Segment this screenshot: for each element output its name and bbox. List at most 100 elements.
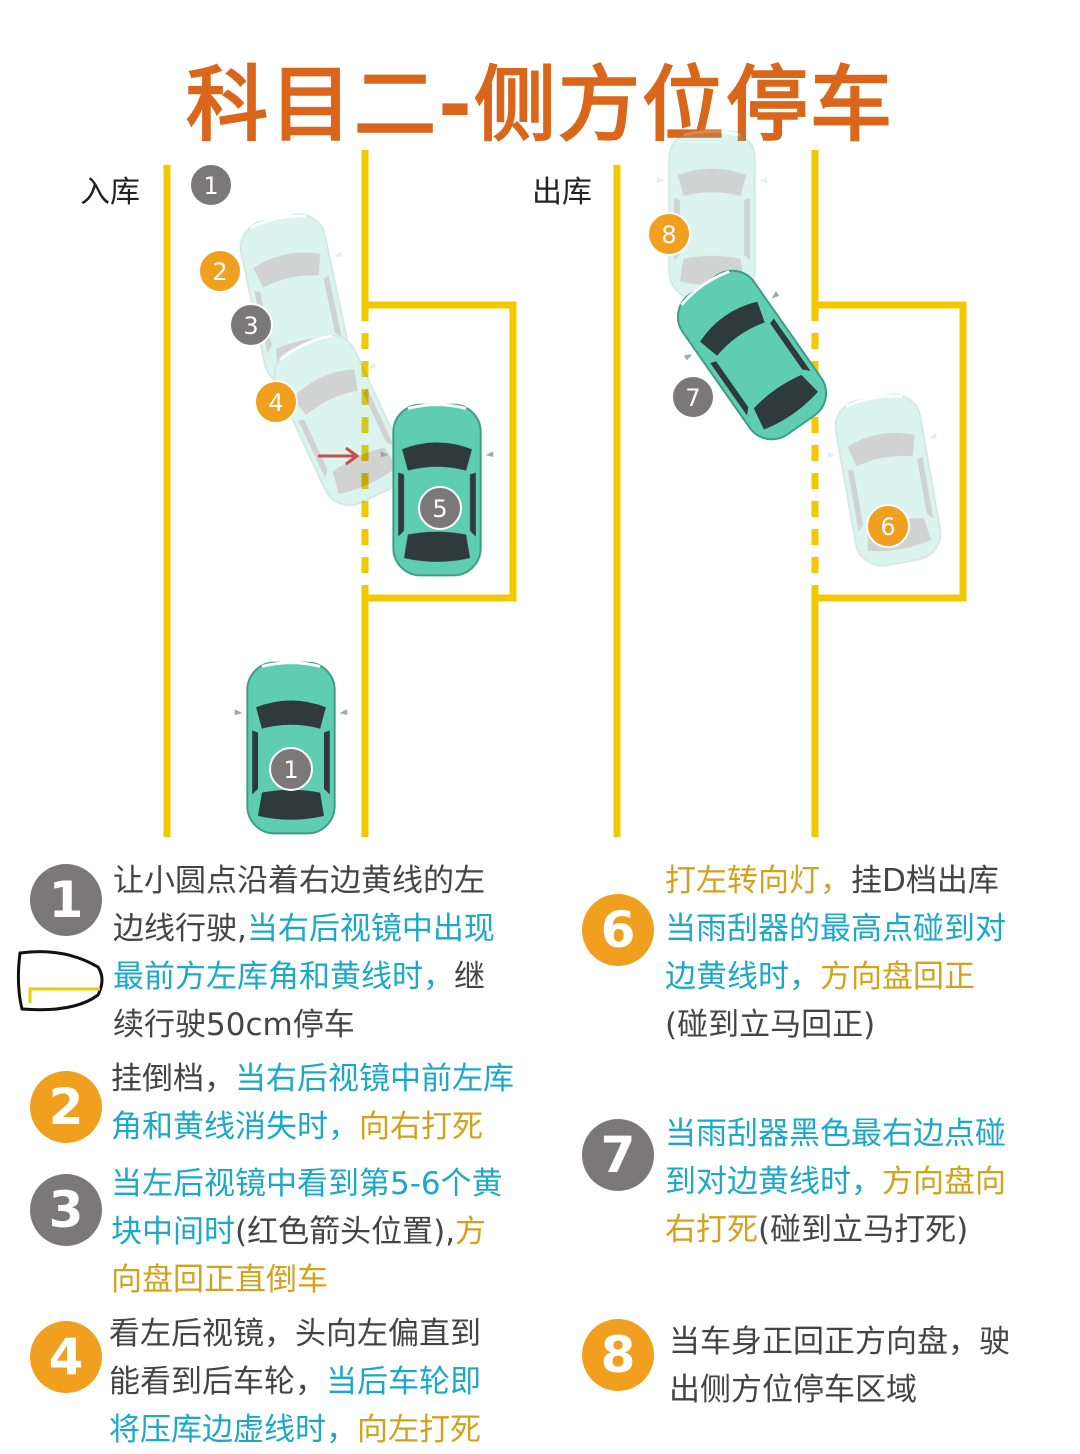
text-segment: 方向盘回正: [820, 959, 975, 995]
text-segment: 当雨刮器黑色最右边点碰: [665, 1116, 1006, 1152]
text-segment: 方: [455, 1214, 487, 1250]
text-segment: 角和黄线消失时，: [111, 1109, 359, 1145]
step-line: 将压库边虚线时，向左打死: [109, 1406, 481, 1454]
step-badge-7: 7: [582, 1119, 654, 1191]
marker-circle: [671, 375, 715, 419]
text-segment: 方向盘向: [882, 1164, 1006, 1200]
step-line: 让小圆点沿着右边黄线的左: [113, 857, 495, 905]
step-line: 出侧方位停车区域: [669, 1366, 1010, 1414]
text-segment: (碰到立马打死): [758, 1212, 969, 1248]
text-segment: 边线行驶,: [113, 911, 247, 947]
text-segment: 到对边黄线时，: [665, 1164, 882, 1200]
text-segment: 挂D档出库: [851, 863, 999, 899]
text-segment: 向右打死: [359, 1109, 483, 1145]
text-segment: 右打死: [665, 1212, 758, 1248]
step-line: 块中间时(红色箭头位置),方: [111, 1208, 503, 1256]
step-text-8: 当车身正回正方向盘，驶出侧方位停车区域: [669, 1318, 1010, 1414]
marker-number: 2: [212, 258, 227, 286]
step-marker-4: 4: [254, 380, 298, 424]
marker-circle: [866, 504, 910, 548]
step-line: 当雨刮器的最高点碰到对: [665, 905, 1006, 953]
step-marker-1: 1: [269, 747, 313, 791]
step-badge-6: 6: [582, 894, 654, 966]
marker-circle: [254, 380, 298, 424]
label-parking-in: 入库: [80, 175, 140, 210]
marker-circle: [647, 212, 691, 256]
text-segment: 向盘回正直倒车: [111, 1262, 328, 1298]
marker-number: 7: [685, 384, 700, 412]
text-segment: 当左后视镜中看到第5-6个黄: [111, 1166, 503, 1202]
step-text-7: 当雨刮器黑色最右边点碰到对边黄线时，方向盘向右打死(碰到立马打死): [665, 1110, 1006, 1254]
text-segment: (碰到立马回正): [665, 1007, 876, 1043]
marker-number: 8: [661, 221, 676, 249]
step-badge-2: 2: [30, 1071, 102, 1143]
text-segment: 出侧方位停车区域: [669, 1372, 917, 1408]
step-badge-4: 4: [30, 1321, 102, 1393]
step-badge-8: 8: [582, 1319, 654, 1391]
marker-number: 1: [203, 172, 218, 200]
step-line: 当车身正回正方向盘，驶: [669, 1318, 1010, 1366]
step-line: 打左转向灯，挂D档出库: [665, 857, 1006, 905]
text-segment: 块中间时: [111, 1214, 235, 1250]
text-segment: 向左打死: [357, 1412, 481, 1448]
step-line: 当雨刮器黑色最右边点碰: [665, 1110, 1006, 1158]
step-line: 续行驶50cm停车: [113, 1001, 495, 1049]
text-segment: 将压库边虚线时，: [109, 1412, 357, 1448]
text-segment: 继: [454, 959, 485, 995]
step-line: 最前方左库角和黄线时，继: [113, 953, 495, 1001]
text-segment: 续行驶50cm停车: [113, 1007, 355, 1043]
step-marker-1: 1: [189, 163, 233, 207]
marker-circle: [198, 249, 242, 293]
step-line: 角和黄线消失时，向右打死: [111, 1103, 514, 1151]
step-text-6: 打左转向灯，挂D档出库当雨刮器的最高点碰到对边黄线时，方向盘回正(碰到立马回正): [665, 857, 1006, 1049]
marker-number: 5: [432, 495, 447, 523]
text-segment: 当后车轮即: [326, 1364, 481, 1400]
step-marker-3: 3: [229, 303, 273, 347]
text-segment: 打左转向灯，: [665, 863, 851, 899]
marker-circle: [189, 163, 233, 207]
step-line: 当左后视镜中看到第5-6个黄: [111, 1160, 503, 1208]
step-line: (碰到立马回正): [665, 1001, 1006, 1049]
label-parking-out: 出库: [532, 175, 592, 210]
text-segment: 最前方左库角和黄线时，: [113, 959, 454, 995]
text-segment: 挂倒档，: [111, 1061, 235, 1097]
step-line: 边线行驶,当右后视镜中出现: [113, 905, 495, 953]
text-segment: 能看到后车轮，: [109, 1364, 326, 1400]
step-text-2: 挂倒档，当右后视镜中前左库角和黄线消失时，向右打死: [111, 1055, 514, 1151]
text-segment: (红色箭头位置),: [235, 1214, 456, 1250]
text-segment: 当雨刮器的最高点碰到对: [665, 911, 1006, 947]
marker-number: 1: [283, 756, 298, 784]
marker-circle: [418, 486, 462, 530]
marker-number: 3: [243, 312, 258, 340]
step-line: 边黄线时，方向盘回正: [665, 953, 1006, 1001]
step-text-4: 看左后视镜，头向左偏直到能看到后车轮，当后车轮即将压库边虚线时，向左打死: [109, 1310, 481, 1454]
red-arrow-icon: [318, 446, 360, 466]
step-line: 看左后视镜，头向左偏直到: [109, 1310, 481, 1358]
step-marker-2: 2: [198, 249, 242, 293]
text-segment: 当车身正回正方向盘，驶: [669, 1324, 1010, 1360]
marker-circle: [229, 303, 273, 347]
marker-number: 6: [880, 513, 895, 541]
step-marker-6: 6: [866, 504, 910, 548]
step-marker-7: 7: [671, 375, 715, 419]
lane-lines: [163, 150, 967, 837]
text-segment: 看左后视镜，头向左偏直到: [109, 1316, 481, 1352]
step-line: 向盘回正直倒车: [111, 1256, 503, 1304]
text-segment: 边黄线时，: [665, 959, 820, 995]
step-line: 挂倒档，当右后视镜中前左库: [111, 1055, 514, 1103]
step-text-3: 当左后视镜中看到第5-6个黄块中间时(红色箭头位置),方向盘回正直倒车: [111, 1160, 503, 1304]
step-marker-5: 5: [418, 486, 462, 530]
step-marker-8: 8: [647, 212, 691, 256]
step-badge-1: 1: [30, 864, 102, 936]
text-segment: 当右后视镜中前左库: [235, 1061, 514, 1097]
step-line: 能看到后车轮，当后车轮即: [109, 1358, 481, 1406]
page-title: 科目二-侧方位停车: [185, 58, 895, 153]
step-line: 到对边黄线时，方向盘向: [665, 1158, 1006, 1206]
text-segment: 让小圆点沿着右边黄线的左: [113, 863, 485, 899]
marker-circle: [269, 747, 313, 791]
step-text-1: 让小圆点沿着右边黄线的左边线行驶,当右后视镜中出现最前方左库角和黄线时，继续行驶…: [113, 857, 495, 1049]
step-line: 右打死(碰到立马打死): [665, 1206, 1006, 1254]
marker-number: 4: [268, 389, 283, 417]
mirror-icon: [16, 950, 104, 1012]
